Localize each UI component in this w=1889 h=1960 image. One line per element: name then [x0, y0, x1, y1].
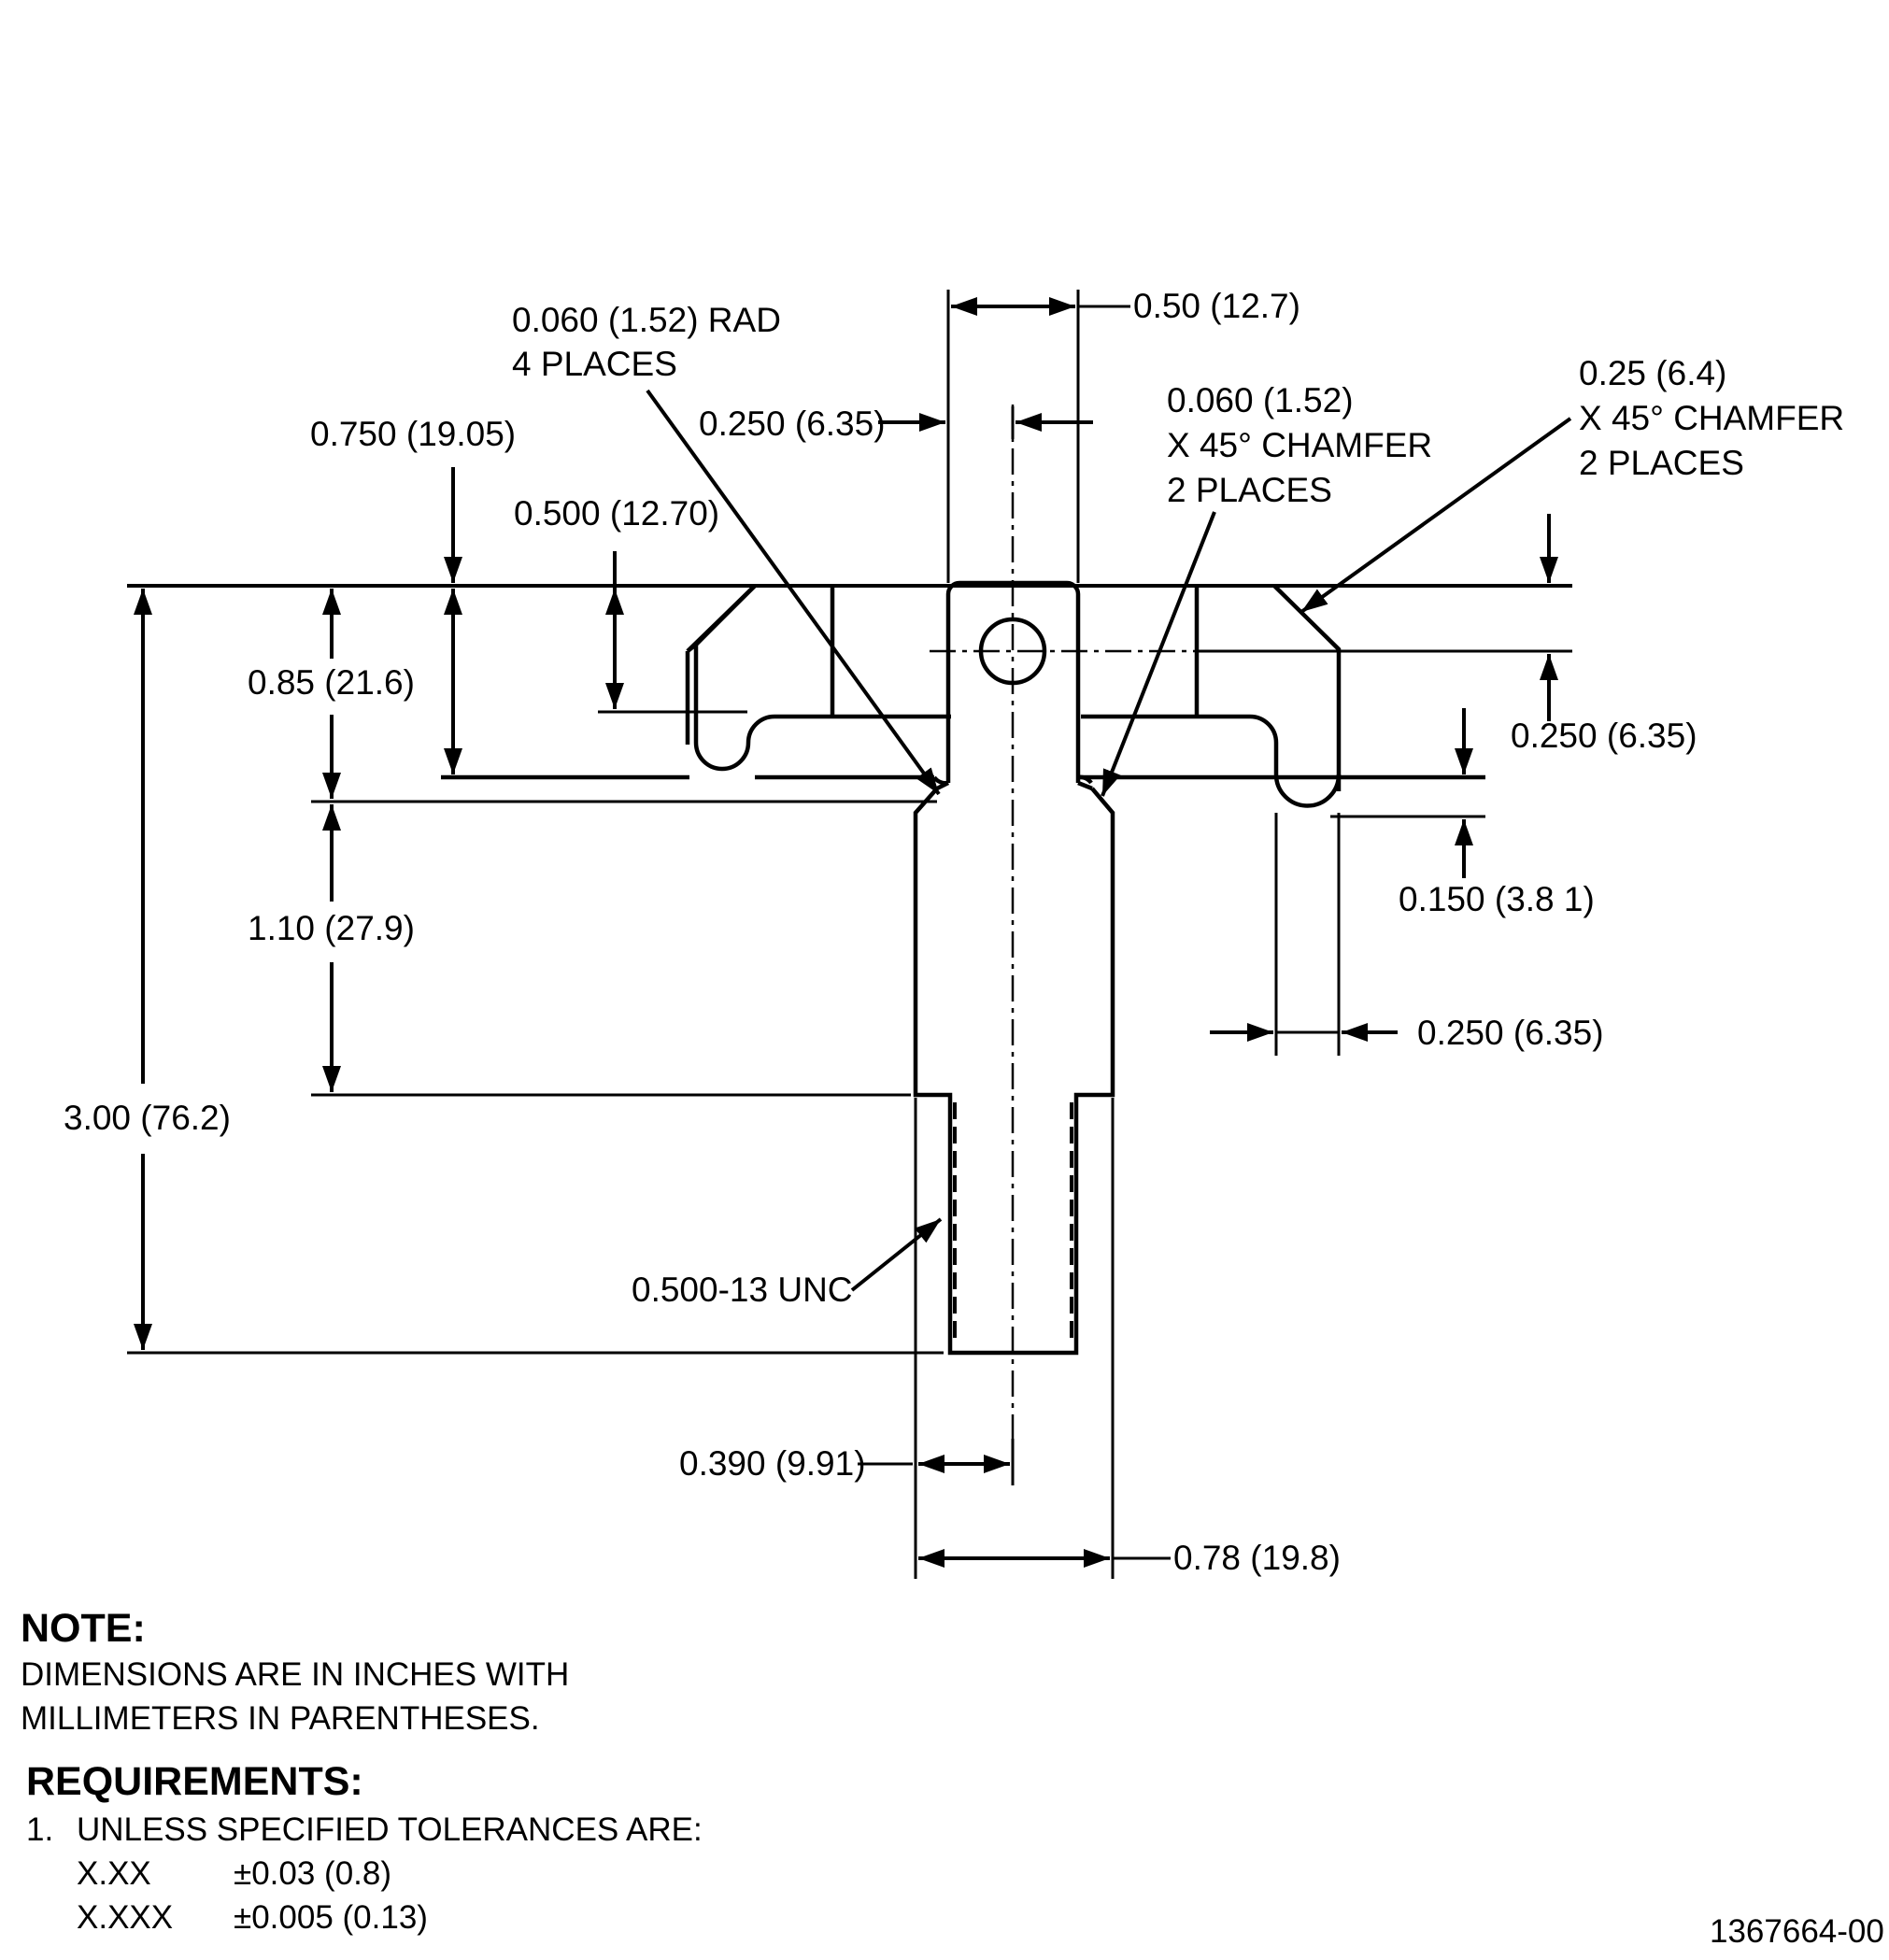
dim-hole-center: 0.250 (6.35) [1511, 717, 1697, 755]
requirement-1-number: 1. [26, 1811, 53, 1848]
tolerance-format: X.XX [77, 1855, 151, 1892]
dim-rad-places: 4 PLACES [512, 345, 677, 383]
dim-rad: 0.060 (1.52) RAD [512, 301, 781, 339]
drawing-number: 1367664-00 [1710, 1913, 1884, 1950]
note-line-1: DIMENSIONS ARE IN INCHES WITH [21, 1656, 569, 1693]
dim-thread: 0.500-13 UNC [632, 1271, 853, 1309]
dim-notch-depth: 0.150 (3.8 1) [1399, 880, 1595, 918]
dim-half-width: 0.390 (9.91) [679, 1444, 866, 1483]
dim-top-width: 0.50 (12.7) [1133, 287, 1300, 325]
dim-chamfer-small-angle: X 45° CHAMFER [1167, 426, 1432, 464]
requirement-1-text: UNLESS SPECIFIED TOLERANCES ARE: [77, 1811, 703, 1848]
dim-chamfer-large: 0.25 (6.4) [1579, 354, 1726, 392]
dimension-lines [127, 290, 1572, 1579]
tolerance-value: ±0.005 (0.13) [234, 1899, 428, 1936]
dim-chamfer-large-places: 2 PLACES [1579, 444, 1744, 482]
dim-height-110: 1.10 (27.9) [248, 909, 415, 947]
dim-height-085: 0.85 (21.6) [248, 663, 415, 702]
dim-notch-width: 0.250 (6.35) [1417, 1014, 1604, 1052]
dim-hole-offset: 0.250 (6.35) [699, 405, 886, 443]
dim-chamfer-small-places: 2 PLACES [1167, 471, 1332, 509]
dimension-labels: 0.060 (1.52) RAD 4 PLACES 0.50 (12.7) 0.… [64, 287, 1844, 1577]
dim-chamfer-small: 0.060 (1.52) [1167, 381, 1354, 419]
part-outline [127, 405, 1572, 1485]
dim-height-0750: 0.750 (19.05) [310, 415, 516, 453]
tolerance-value: ±0.03 (0.8) [234, 1855, 391, 1892]
dim-shaft-width: 0.78 (19.8) [1173, 1539, 1341, 1577]
note-title: NOTE: [21, 1606, 146, 1651]
tolerance-format: X.XXX [77, 1899, 173, 1936]
dim-overall-height: 3.00 (76.2) [64, 1099, 231, 1137]
dim-chamfer-large-angle: X 45° CHAMFER [1579, 399, 1844, 437]
note-line-2: MILLIMETERS IN PARENTHESES. [21, 1700, 540, 1737]
notes-block: NOTE: DIMENSIONS ARE IN INCHES WITH MILL… [21, 1606, 703, 1936]
dim-height-0500: 0.500 (12.70) [514, 494, 719, 533]
requirements-title: REQUIREMENTS: [26, 1759, 363, 1804]
